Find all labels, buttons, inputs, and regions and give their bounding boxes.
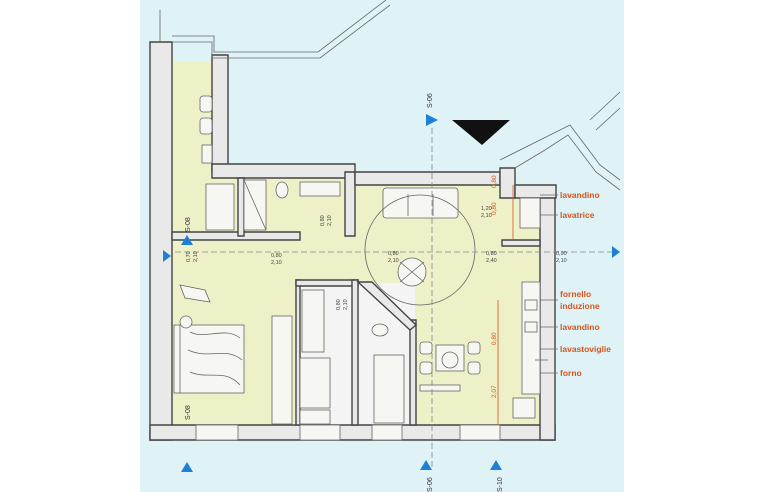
bed: [173, 324, 245, 394]
wall-courtyard-west: [211, 54, 229, 173]
dim-1-top: 0,70: [186, 251, 192, 262]
courtyard-edge: [172, 4, 391, 59]
section-marker-bottom-mid: [420, 460, 432, 470]
plant: [179, 315, 193, 329]
neighbour-stair-2: [595, 107, 621, 131]
rug-circle: [364, 194, 476, 306]
bidet: [199, 95, 213, 113]
dim-orange-1: 0,80: [491, 202, 498, 215]
interior-area: [162, 62, 548, 425]
section-label-bottom-mid: S-06: [427, 477, 434, 492]
sofa: [382, 187, 459, 219]
bath-shelf: [299, 409, 331, 425]
wall-hall-north: [171, 231, 301, 241]
dining-chair-2: [419, 361, 433, 375]
kitchen-counter: [521, 281, 541, 395]
dim-5-top: 0,80: [486, 251, 497, 257]
dining-chair-1: [419, 341, 433, 355]
bath2-tub: [373, 354, 405, 424]
bathtub: [299, 357, 331, 409]
north-arrow-icon: [452, 120, 510, 145]
wall-bath2-east: [409, 319, 417, 426]
basin: [201, 144, 213, 164]
dining-lamp: [441, 351, 459, 369]
wall-northeast: [514, 184, 557, 199]
dim-3-top: 0,80: [320, 215, 326, 226]
shower-diag: [243, 179, 267, 231]
section-marker-top: [426, 114, 438, 126]
bench: [419, 384, 461, 392]
dim-7-top: 1,20: [481, 206, 492, 212]
chair: [179, 284, 211, 303]
wall-kitchen-north: [501, 239, 541, 247]
wc-toilet: [275, 181, 289, 199]
label-induzione: induzione: [560, 301, 600, 311]
label-forno: forno: [560, 368, 582, 378]
fridge: [512, 397, 536, 419]
dim-6-bot: 2,10: [556, 258, 567, 264]
section-marker-bottom-right: [490, 460, 502, 470]
dim-2-bot: 2,10: [271, 260, 282, 266]
wall-living-north: [354, 171, 501, 186]
laundry-unit: [519, 197, 541, 229]
wall-bedroom-east: [295, 279, 301, 426]
bath-cabinet: [301, 289, 325, 353]
window-2: [299, 424, 341, 441]
wall-courtyard-south: [211, 163, 356, 179]
courtyard-edge-outer: [172, 0, 387, 53]
window-4: [459, 424, 501, 441]
dim-orange-2: 0,80: [491, 175, 498, 188]
neighbour-edge-inner: [514, 134, 621, 191]
dim-2-top: 0,80: [271, 253, 282, 259]
table-pattern: [399, 261, 425, 283]
section-label-left: S-08: [185, 217, 192, 232]
bedroom-wardrobe: [271, 315, 293, 425]
section-marker-bottom-left: [181, 462, 193, 472]
wall-bath-divider: [351, 279, 359, 426]
label-lavandino-1: lavandino: [560, 190, 600, 200]
bath2-basin: [371, 323, 389, 337]
dim-1-bot: 2,10: [193, 251, 199, 262]
dim-7-bot: 2,10: [481, 213, 492, 219]
wardrobe: [205, 183, 235, 231]
dim-4-bot: 2,10: [388, 258, 399, 264]
section-label-bottom-right: S-10: [497, 477, 504, 492]
dim-6-top: 0,90: [556, 251, 567, 257]
label-fornello: fornello: [560, 289, 591, 299]
dim-3-bot: 2,10: [327, 215, 333, 226]
dining-chair-4: [467, 361, 481, 375]
window-1: [195, 424, 239, 441]
dim-orange-3: 2,07: [491, 385, 498, 398]
section-label-bottom-left: S-08: [185, 405, 192, 420]
sink: [524, 321, 538, 333]
wall-bath-east: [344, 171, 356, 237]
bed-sheets: [187, 331, 243, 386]
wall-wc: [237, 177, 245, 237]
section-marker-left: [181, 235, 193, 245]
label-lavastoviglie: lavastoviglie: [560, 344, 611, 354]
wall-bath-north: [295, 279, 359, 287]
window-3: [371, 424, 403, 441]
label-lavatrice: lavatrice: [560, 210, 595, 220]
dining-chair-3: [467, 341, 481, 355]
dim-4-top: 0,80: [388, 251, 399, 257]
dim-8-top: 0,80: [336, 299, 342, 310]
hob: [524, 299, 538, 311]
wall-curved: [356, 281, 418, 331]
dim-5-bot: 2,40: [486, 258, 497, 264]
wc-counter: [299, 181, 341, 197]
section-label-top: S-06: [427, 93, 434, 108]
wall-east: [539, 194, 556, 441]
section-marker-left-2: [163, 250, 171, 262]
label-lavandino-2: lavandino: [560, 322, 600, 332]
dim-8-bot: 2,10: [343, 299, 349, 310]
toilet: [199, 117, 213, 135]
neighbour-edge: [499, 124, 621, 181]
wall-west: [149, 41, 173, 441]
section-marker-right: [612, 246, 620, 258]
neighbour-stair: [589, 91, 621, 121]
dim-orange-4: 0,80: [491, 332, 498, 345]
